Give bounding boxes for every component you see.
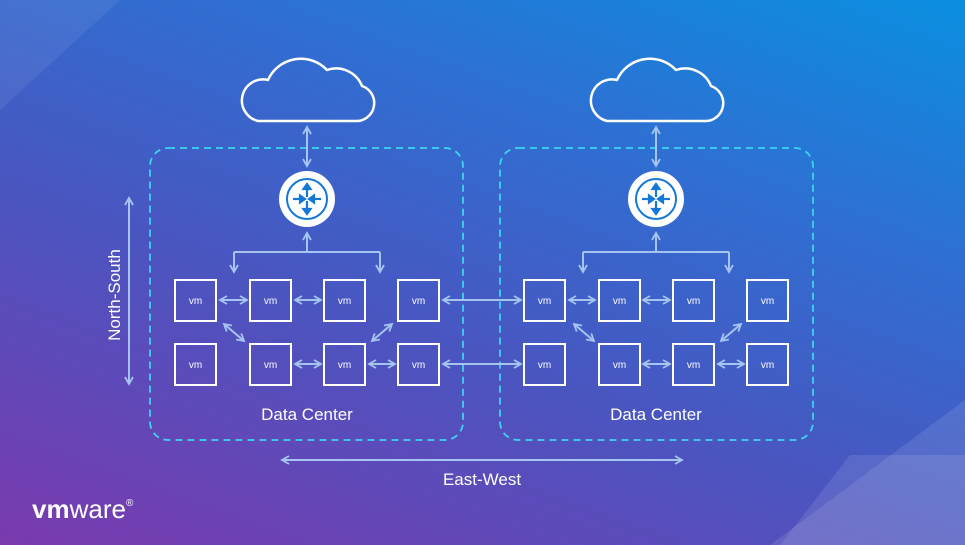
svg-text:vm: vm	[189, 296, 202, 307]
svg-text:vm: vm	[338, 360, 351, 371]
vm-box: vm	[746, 343, 789, 386]
vm-box: vm	[249, 279, 292, 322]
logo-ware-text: ware	[69, 494, 126, 524]
data-center-label-left: Data Center	[261, 405, 353, 424]
svg-text:vm: vm	[538, 296, 551, 307]
vm-link	[719, 322, 743, 343]
router-distribution-left	[229, 231, 385, 274]
bg-facet-bottom-right-2	[780, 455, 965, 545]
router-icon-right	[628, 171, 684, 227]
svg-text:vm: vm	[761, 296, 774, 307]
cloud-icon-left	[240, 57, 376, 123]
svg-text:vm: vm	[538, 360, 551, 371]
vm-box: vm	[746, 279, 789, 322]
vm-link	[572, 322, 596, 343]
data-center-label-right: Data Center	[610, 405, 702, 424]
svg-text:vm: vm	[264, 360, 277, 371]
north-south-label: North-South	[105, 249, 124, 341]
east-west-label: East-West	[443, 470, 521, 489]
router-icon-left	[279, 171, 335, 227]
svg-text:vm: vm	[412, 360, 425, 371]
svg-text:vmware®: vmware®	[32, 494, 134, 524]
bg-facet-bottom-right	[770, 400, 965, 545]
vm-box: vm	[249, 343, 292, 386]
vmware-logo: vmware®	[32, 494, 134, 524]
logo-vm-text: vm	[32, 494, 70, 524]
svg-text:vm: vm	[687, 296, 700, 307]
vm-box: vm	[672, 279, 715, 322]
vm-box: vm	[672, 343, 715, 386]
svg-text:vm: vm	[412, 296, 425, 307]
svg-text:vm: vm	[264, 296, 277, 307]
cloud-icon-right	[589, 57, 725, 123]
vm-box: vm	[523, 279, 566, 322]
svg-text:vm: vm	[613, 360, 626, 371]
logo-trademark: ®	[126, 498, 134, 509]
bg-facet-top-left	[0, 0, 120, 110]
router-distribution-right	[578, 231, 734, 274]
svg-text:vm: vm	[189, 360, 202, 371]
vm-box: vm	[174, 279, 217, 322]
vm-connections	[218, 295, 746, 369]
vm-box: vm	[174, 343, 217, 386]
vm-box: vm	[323, 279, 366, 322]
svg-text:vm: vm	[613, 296, 626, 307]
vm-box: vm	[397, 343, 440, 386]
vm-link	[370, 322, 394, 343]
vm-box: vm	[323, 343, 366, 386]
vm-box: vm	[523, 343, 566, 386]
vm-link	[222, 322, 246, 343]
svg-text:vm: vm	[761, 360, 774, 371]
svg-text:vm: vm	[687, 360, 700, 371]
vm-box: vm	[598, 279, 641, 322]
vm-box: vm	[598, 343, 641, 386]
svg-text:vm: vm	[338, 296, 351, 307]
vm-box: vm	[397, 279, 440, 322]
